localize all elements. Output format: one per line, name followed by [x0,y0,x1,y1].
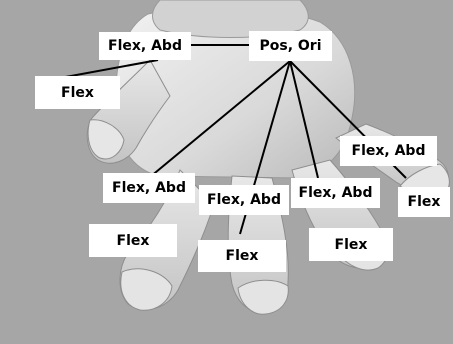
label-ring-tip: Flex [309,228,393,261]
label-middle-base: Flex, Abd [199,185,289,215]
label-pinky-tip: Flex [398,187,450,217]
label-thumb-tip: Flex [35,76,120,109]
label-pinky-base: Flex, Abd [340,136,437,166]
label-index-base: Flex, Abd [103,173,195,203]
label-ring-base: Flex, Abd [291,178,380,208]
label-thumb-base: Flex, Abd [99,32,191,60]
label-wrist: Pos, Ori [249,31,332,61]
label-middle-tip: Flex [198,240,286,272]
label-index-tip: Flex [89,224,177,257]
